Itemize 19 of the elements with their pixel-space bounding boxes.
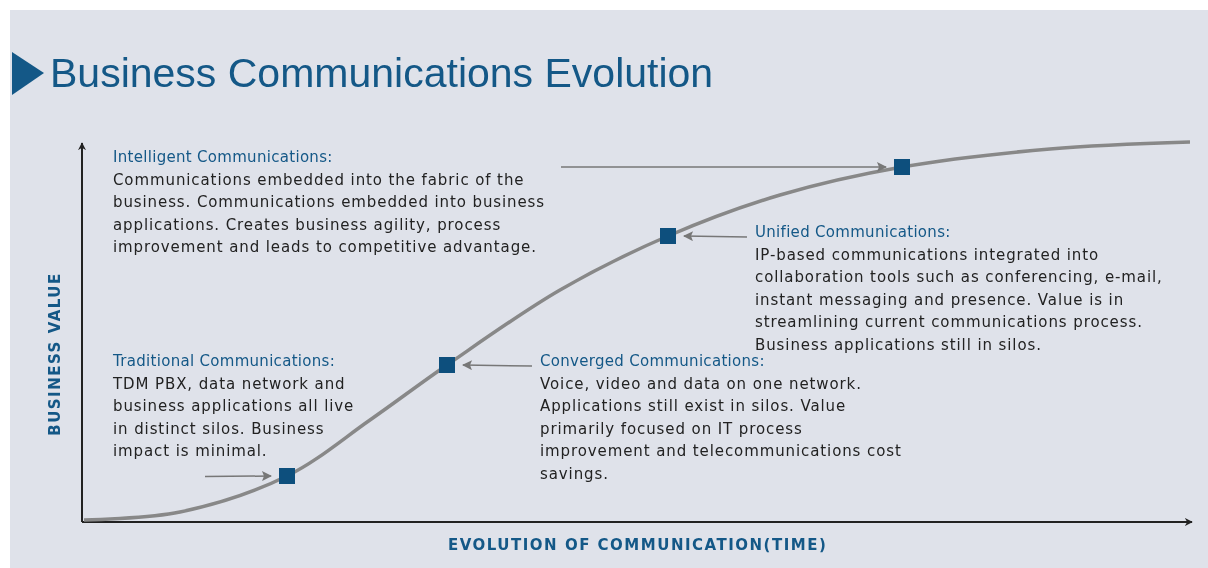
arrow <box>560 162 887 172</box>
description: Communications embedded into the fabric of the business. Communications embedded into business applications. Creates business agility, process improvement and leads to competitive advantage. <box>113 169 547 258</box>
square-marker <box>279 468 295 484</box>
arrow <box>462 360 533 371</box>
heading: Converged Communications: <box>540 351 766 372</box>
description: Voice, video and data on one network. Applications still exist in silos. Value primarily focused on IT process improvement and telecommunications cost savings. <box>540 373 903 485</box>
heading: Unified Communications: <box>755 222 952 243</box>
title: Business Communications Evolution <box>50 50 714 97</box>
square-marker <box>439 357 455 373</box>
square-marker <box>660 228 676 244</box>
description: IP-based communications integrated into collaboration tools such as conferencing, e-mail, instant messaging and presence. Value is in streamlining current communications process. Business applications still in silos. <box>755 244 1164 354</box>
square-marker <box>894 159 910 175</box>
heading: Intelligent Communications: <box>113 147 334 168</box>
axis-label: BUSINESS VALUE <box>46 272 64 436</box>
axis-label: EVOLUTION OF COMMUNICATION(TIME) <box>448 536 828 554</box>
heading: Traditional Communications: <box>113 351 337 372</box>
description: TDM PBX, data network and business applications all live in distinct silos. Business impact is minimal. <box>113 373 356 462</box>
arrow <box>683 231 748 242</box>
arrow <box>204 471 272 482</box>
